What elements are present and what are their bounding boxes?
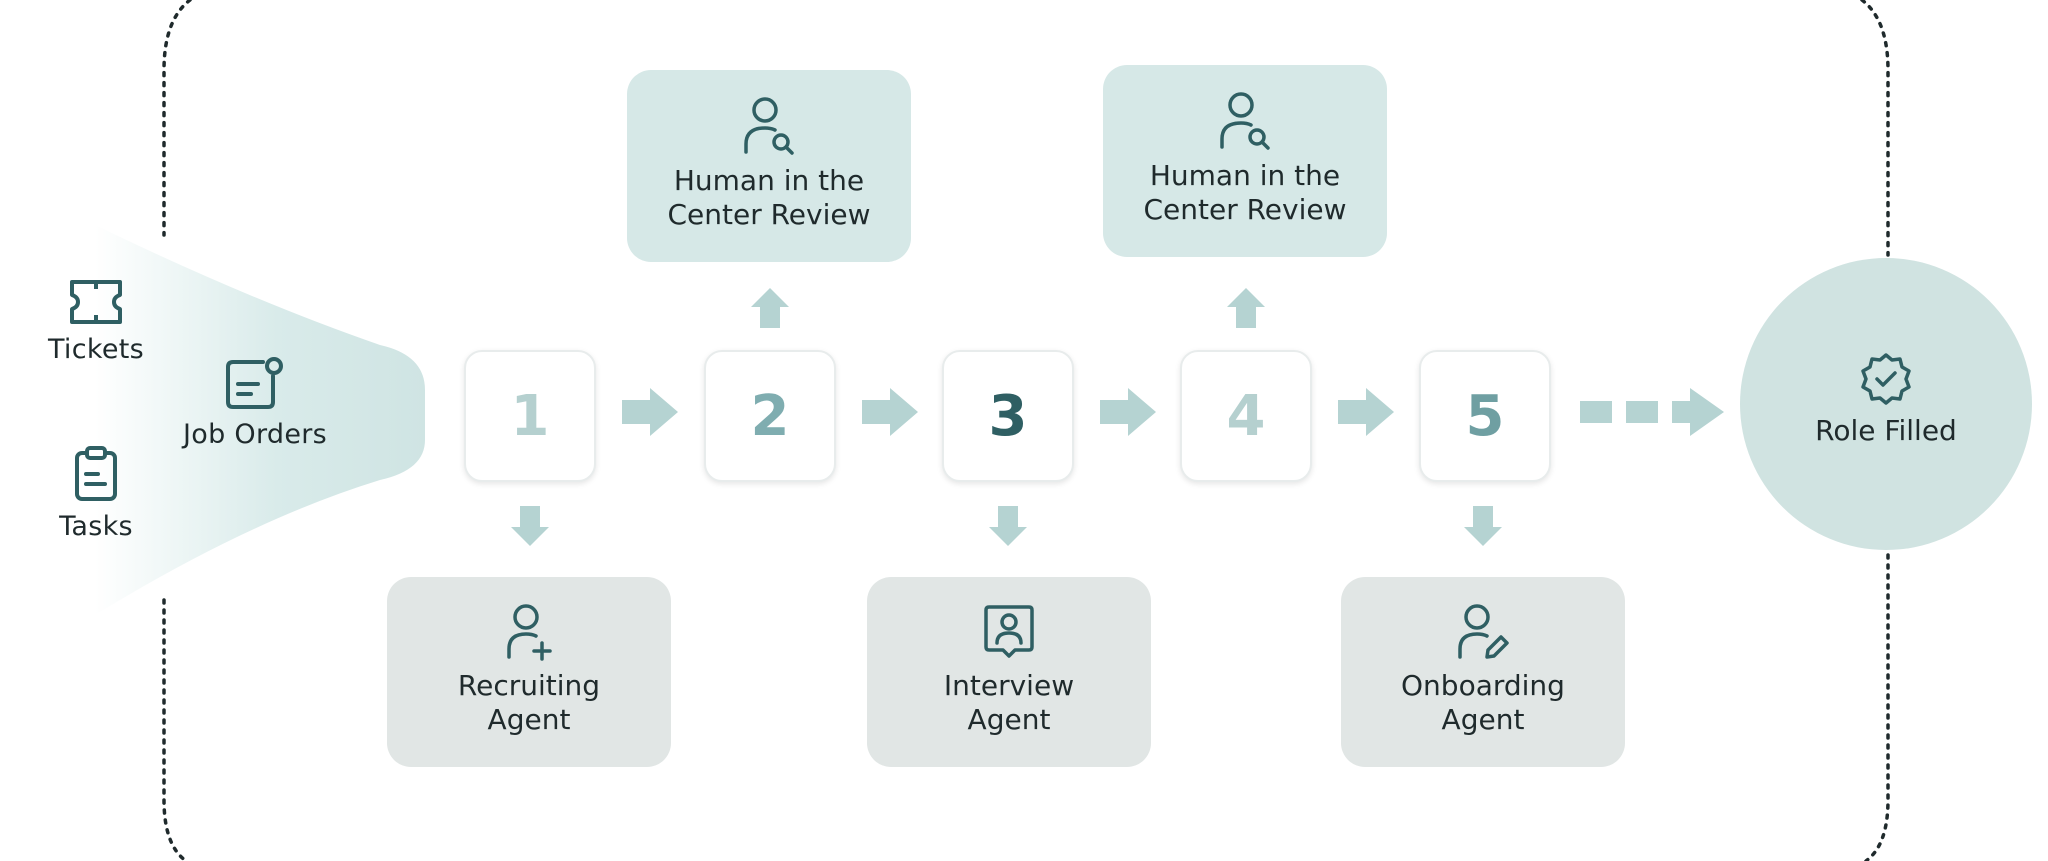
clipboard-icon [75, 446, 117, 501]
input-tasks: Tasks [40, 446, 152, 546]
arrow-down-agent-1 [511, 506, 549, 546]
step-3-number: 3 [988, 383, 1028, 449]
agent-onboarding-line2: Agent [1441, 703, 1525, 736]
arrow-step-1-to-2 [622, 388, 678, 436]
step-5: 5 [1419, 350, 1551, 482]
step-arrows [622, 388, 1394, 436]
agent-card-onboarding-text: Onboarding Agent [1341, 669, 1625, 737]
person-edit-icon [1458, 604, 1509, 659]
agent-card-interview: Interview Agent [867, 577, 1151, 767]
arrow-step-4-to-5 [1338, 388, 1394, 436]
step-5-number: 5 [1465, 383, 1505, 449]
input-tickets: Tickets [40, 275, 152, 370]
agent-interview-line1: Interview [943, 669, 1075, 702]
step-2-number: 2 [750, 383, 790, 449]
arrow-down-agent-2 [989, 506, 1027, 546]
agent-recruiting-line1: Recruiting [457, 669, 601, 702]
input-job-orders: Job Orders [165, 356, 345, 456]
agent-onboarding-line1: Onboarding [1401, 669, 1565, 702]
agent-card-recruiting: Recruiting Agent [387, 577, 671, 767]
step-3: 3 [942, 350, 1074, 482]
agent-arrows [511, 506, 1502, 546]
agent-card-onboarding: Onboarding Agent [1341, 577, 1625, 767]
arrow-up-review-1 [751, 288, 789, 328]
person-add-icon [507, 604, 552, 661]
goal-role-filled: Role Filled [1740, 258, 2032, 550]
agent-recruiting-line2: Agent [487, 703, 571, 736]
step-1: 1 [464, 350, 596, 482]
step-4: 4 [1180, 350, 1312, 482]
person-search-icon [744, 97, 794, 155]
goal-label: Role Filled [1815, 414, 1957, 447]
review-card-1-line1: Human in the [673, 164, 865, 197]
arrow-step-3-to-4 [1100, 388, 1156, 436]
person-search-icon [1220, 92, 1270, 150]
step-2: 2 [704, 350, 836, 482]
arrow-down-agent-3 [1464, 506, 1502, 546]
review-card-1-text: Human in the Center Review [627, 164, 911, 232]
agent-card-recruiting-text: Recruiting Agent [387, 669, 671, 737]
arrow-step-2-to-3 [862, 388, 918, 436]
review-card-2-line2: Center Review [1143, 193, 1347, 226]
tickets-label: Tickets [47, 334, 145, 365]
agent-card-interview-text: Interview Agent [867, 669, 1151, 737]
tasks-label: Tasks [59, 511, 133, 542]
job-order-document-icon [226, 357, 283, 409]
review-card-2-text: Human in the Center Review [1103, 159, 1387, 227]
review-card-1-line2: Center Review [667, 198, 871, 231]
arrow-to-goal [1580, 388, 1724, 436]
review-card-2-line1: Human in the [1149, 159, 1341, 192]
input-funnel [95, 225, 425, 615]
dotted-frame [162, 0, 1890, 861]
review-card-2: Human in the Center Review [1103, 65, 1387, 257]
agent-interview-line2: Agent [967, 703, 1051, 736]
step-4-number: 4 [1226, 383, 1266, 449]
arrow-up-review-2 [1227, 288, 1265, 328]
step-1-number: 1 [510, 383, 550, 449]
verified-badge-icon [1861, 353, 1911, 405]
review-arrows [751, 288, 1265, 328]
ticket-icon [70, 280, 122, 324]
interview-badge-icon [984, 605, 1034, 658]
review-card-1: Human in the Center Review [627, 70, 911, 262]
job-orders-label: Job Orders [183, 419, 327, 450]
